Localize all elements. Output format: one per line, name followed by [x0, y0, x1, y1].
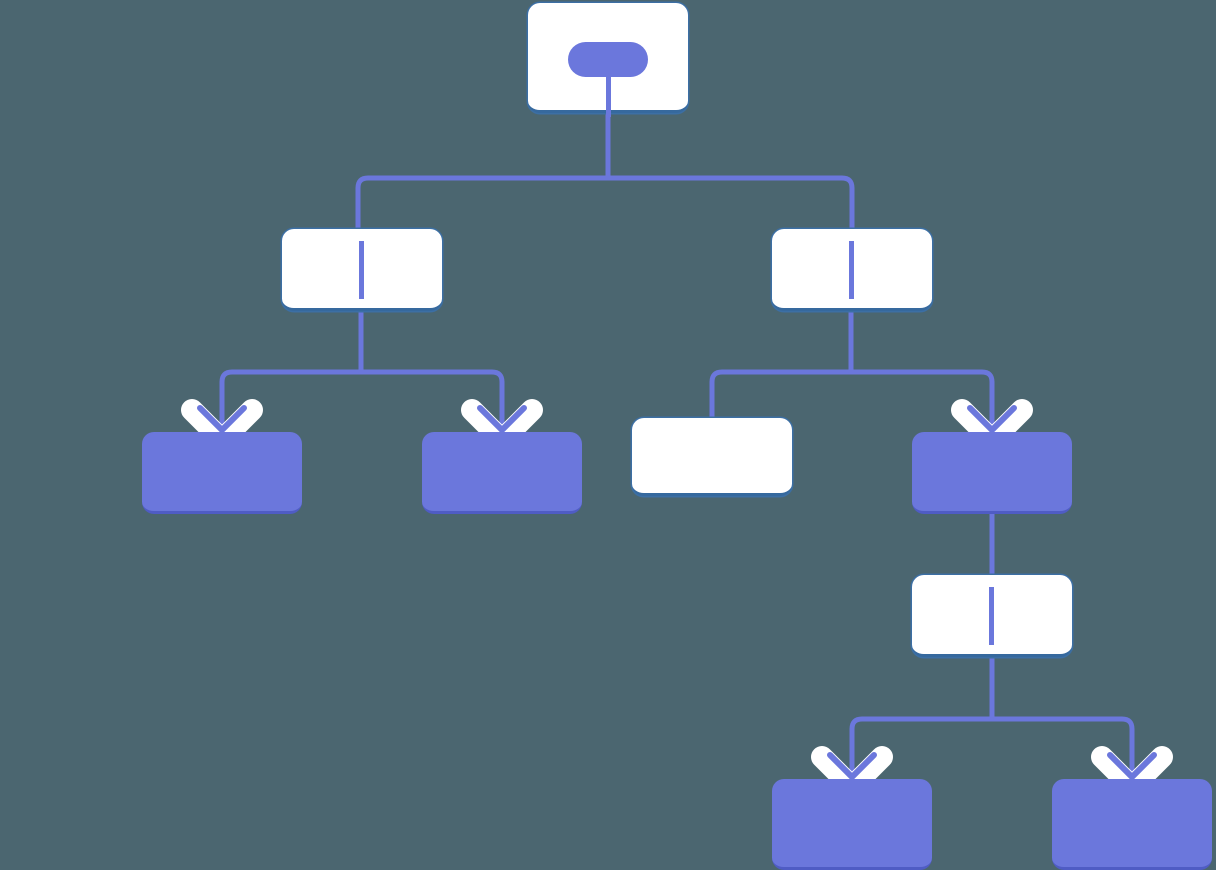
node-through-line [359, 241, 364, 299]
leaf-node-2[interactable] [422, 432, 582, 514]
edge-left-branch-to-leaf-1 [219, 311, 364, 432]
branch-node-deep[interactable] [912, 432, 1072, 514]
root-pill-badge [568, 42, 648, 77]
edge-right-branch-to-deep [848, 311, 995, 432]
leaf-node-1[interactable] [142, 432, 302, 514]
leaf-node-4[interactable] [1052, 779, 1212, 870]
node-through-line [989, 587, 994, 645]
arrow-chevron [477, 405, 527, 433]
arrow-chevron [967, 405, 1017, 433]
edge-right-branch-to-empty [709, 311, 854, 418]
empty-node[interactable] [632, 418, 792, 496]
edge-left-branch-to-leaf-2 [358, 311, 505, 432]
arrow-chevron [197, 405, 247, 433]
edge-root-to-right-branch [605, 113, 855, 229]
edge-lower-to-leaf-4 [989, 657, 1135, 779]
edge-root-to-left-branch [355, 113, 611, 229]
edge-lower-to-leaf-3 [849, 657, 995, 779]
root-stem [606, 72, 611, 117]
arrow-chevron [827, 752, 877, 780]
node-through-line [849, 241, 854, 299]
leaf-node-3[interactable] [772, 779, 932, 870]
arrow-chevron [1107, 752, 1157, 780]
